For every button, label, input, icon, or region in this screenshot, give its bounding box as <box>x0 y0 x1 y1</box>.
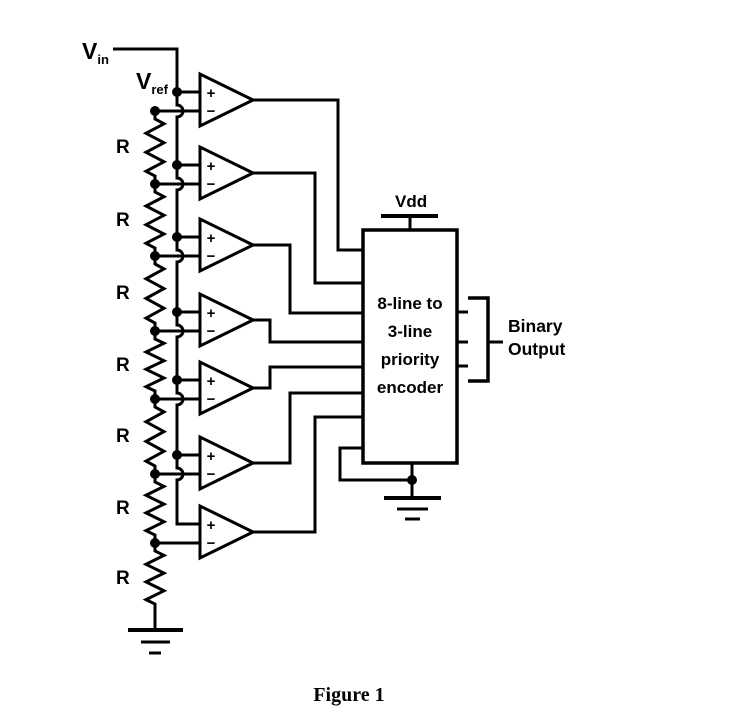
junction-dot <box>150 538 160 548</box>
resistor-7 <box>142 543 168 612</box>
ground-symbol-ladder <box>128 628 183 655</box>
junction-dot <box>150 179 160 189</box>
binary-output-label-line-2: Output <box>508 339 566 359</box>
comparators: + − + − + − + − + − <box>198 71 363 561</box>
comparator-6: + − <box>198 391 363 492</box>
junction-dot <box>172 450 182 460</box>
resistor-label-3: R <box>116 283 130 304</box>
vdd-label: Vdd <box>395 192 427 211</box>
comparator-4-minus-label: − <box>207 323 216 340</box>
resistor-6 <box>142 474 168 543</box>
comparator-1-plus-label: + <box>207 85 216 102</box>
comparator-5: + − <box>198 359 363 417</box>
junction-dot <box>172 307 182 317</box>
comparator-7-minus-label: − <box>207 535 216 552</box>
resistor-label-6: R <box>116 498 130 519</box>
resistor-4 <box>142 331 168 399</box>
resistor-2 <box>142 184 168 256</box>
comparator-3-triangle <box>198 216 257 274</box>
comparator-5-plus-label: + <box>207 373 216 390</box>
junction-dot <box>150 106 160 116</box>
comparator-6-triangle <box>198 434 257 492</box>
comparator-3-minus-label: − <box>207 248 216 265</box>
comparator-4: + − <box>198 291 363 349</box>
comparator-4-output-wire <box>253 318 363 344</box>
comparator-1-output-wire <box>253 98 363 252</box>
binary-output: Binary Output <box>457 296 566 383</box>
vref-label-text: Vref <box>136 68 169 97</box>
comparator-6-minus-label: − <box>207 466 216 483</box>
comparator-7-plus-label: + <box>207 517 216 534</box>
resistor-3 <box>142 256 168 331</box>
comparator-1: + − <box>198 71 363 252</box>
vin-subscript: in <box>97 52 109 67</box>
vref-subscript: ref <box>151 82 168 97</box>
resistor-labels: R R R R R R R <box>116 137 130 589</box>
comparator-2-minus-label: − <box>207 176 216 193</box>
junction-dot <box>150 469 160 479</box>
junction-dot <box>150 326 160 336</box>
junction-dot <box>150 394 160 404</box>
ladder-taps <box>155 109 200 545</box>
vin-label-text: Vin <box>82 38 109 67</box>
resistor-label-2: R <box>116 210 130 231</box>
vin-v: V <box>82 38 98 64</box>
junction-dot <box>172 232 182 242</box>
resistor-1 <box>142 111 168 184</box>
resistor-5 <box>142 399 168 474</box>
comparator-2: + − <box>198 144 363 285</box>
encoder-box <box>361 228 459 465</box>
comparator-5-triangle <box>198 359 257 417</box>
junction-dot <box>172 87 182 97</box>
comparator-3: + − <box>198 216 363 315</box>
vin-bus-wire <box>113 47 200 526</box>
junction-dot <box>172 160 182 170</box>
comparator-2-plus-label: + <box>207 158 216 175</box>
junction-dot <box>407 475 417 485</box>
vin-bus-taps <box>177 90 200 457</box>
vref-v: V <box>136 68 152 94</box>
binary-output-bracket <box>468 296 490 383</box>
comparator-1-minus-label: − <box>207 103 216 120</box>
encoder-text-line-3: priority <box>381 350 440 369</box>
resistor-ladder <box>142 111 168 630</box>
encoder-text-line-1: 8-line to <box>377 294 442 313</box>
junction-dots <box>150 87 417 548</box>
vdd-rail: Vdd <box>381 192 438 230</box>
resistor-label-7: R <box>116 568 130 589</box>
comparator-5-output-wire <box>253 365 363 390</box>
junction-dot <box>172 375 182 385</box>
comparator-7-output-wire <box>253 415 363 534</box>
vref-label: Vref <box>136 68 169 97</box>
comparator-2-output-wire <box>253 171 363 285</box>
encoder-text-line-2: 3-line <box>388 322 432 341</box>
junction-dot <box>150 251 160 261</box>
vin-label: Vin <box>82 38 109 67</box>
comparator-1-triangle <box>198 71 257 129</box>
comparator-6-output-wire <box>253 391 363 465</box>
comparator-3-output-wire <box>253 243 363 315</box>
encoder: 8-line to 3-line priority encoder <box>361 228 459 465</box>
resistor-label-5: R <box>116 426 130 447</box>
comparator-2-triangle <box>198 144 257 202</box>
resistor-label-1: R <box>116 137 130 158</box>
comparator-4-plus-label: + <box>207 305 216 322</box>
comparator-7: + − <box>198 415 363 561</box>
comparator-5-minus-label: − <box>207 391 216 408</box>
comparator-4-triangle <box>198 291 257 349</box>
binary-output-label-line-1: Binary <box>508 316 563 336</box>
comparator-3-plus-label: + <box>207 230 216 247</box>
comparator-7-triangle <box>198 503 257 561</box>
resistor-label-4: R <box>116 355 130 376</box>
grounded-input-wire <box>338 446 412 482</box>
figure-caption: Figure 1 <box>313 684 384 706</box>
comparator-6-plus-label: + <box>207 448 216 465</box>
encoder-text-line-4: encoder <box>377 378 444 397</box>
